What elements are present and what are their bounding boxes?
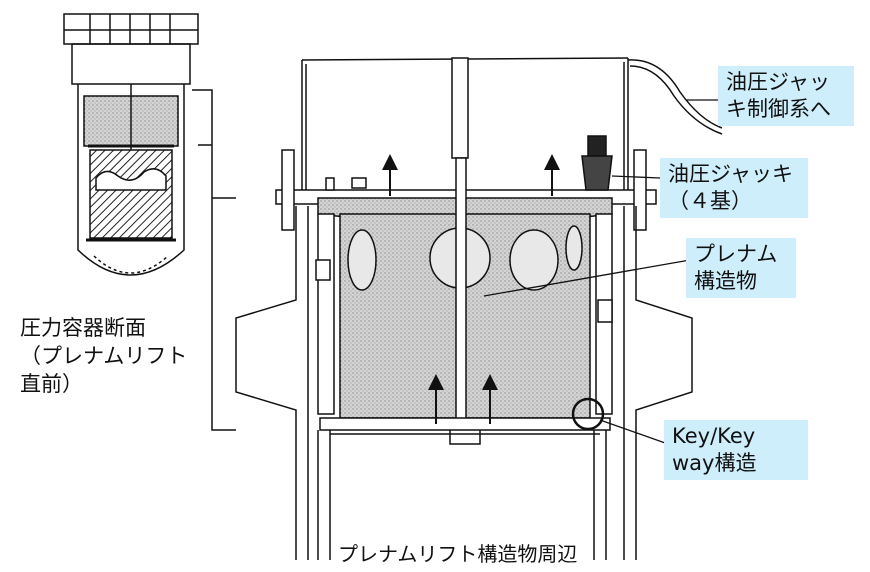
plenum-line1: プレナム xyxy=(694,242,778,266)
key-line1: Key/Key xyxy=(672,424,756,448)
hydraulic-jack-line2: （４基） xyxy=(668,189,752,213)
main-vessel-view xyxy=(235,57,723,560)
leader-lines xyxy=(483,99,722,445)
lift-arrows xyxy=(382,154,560,424)
section-bracket xyxy=(192,89,236,431)
hydraulic-control-line2: キ制御系へ xyxy=(726,97,831,121)
plenum-line2: 構造物 xyxy=(694,269,757,293)
vessel-line1: 圧力容器断面 xyxy=(20,316,146,340)
vessel-line2: （プレナムリフト xyxy=(20,344,188,368)
hydraulic-control-line1: 油圧ジャッ xyxy=(726,70,830,94)
figure-caption: プレナムリフト構造物周辺 xyxy=(338,542,578,566)
pressure-vessel-label: 圧力容器断面 （プレナムリフト 直前） xyxy=(20,314,187,398)
small-vessel-cross-section xyxy=(63,13,199,276)
hydraulic-control-callout: 油圧ジャッ キ制御系へ xyxy=(718,66,854,126)
key-keyway-callout: Key/Key way構造 xyxy=(664,420,808,480)
plenum-structure-callout: プレナム 構造物 xyxy=(686,238,796,298)
vessel-line3: 直前） xyxy=(20,372,83,396)
key-line2: way構造 xyxy=(672,451,757,475)
hydraulic-jack-line1: 油圧ジャッキ xyxy=(668,162,793,186)
hydraulic-jack-callout: 油圧ジャッキ （４基） xyxy=(660,158,808,218)
